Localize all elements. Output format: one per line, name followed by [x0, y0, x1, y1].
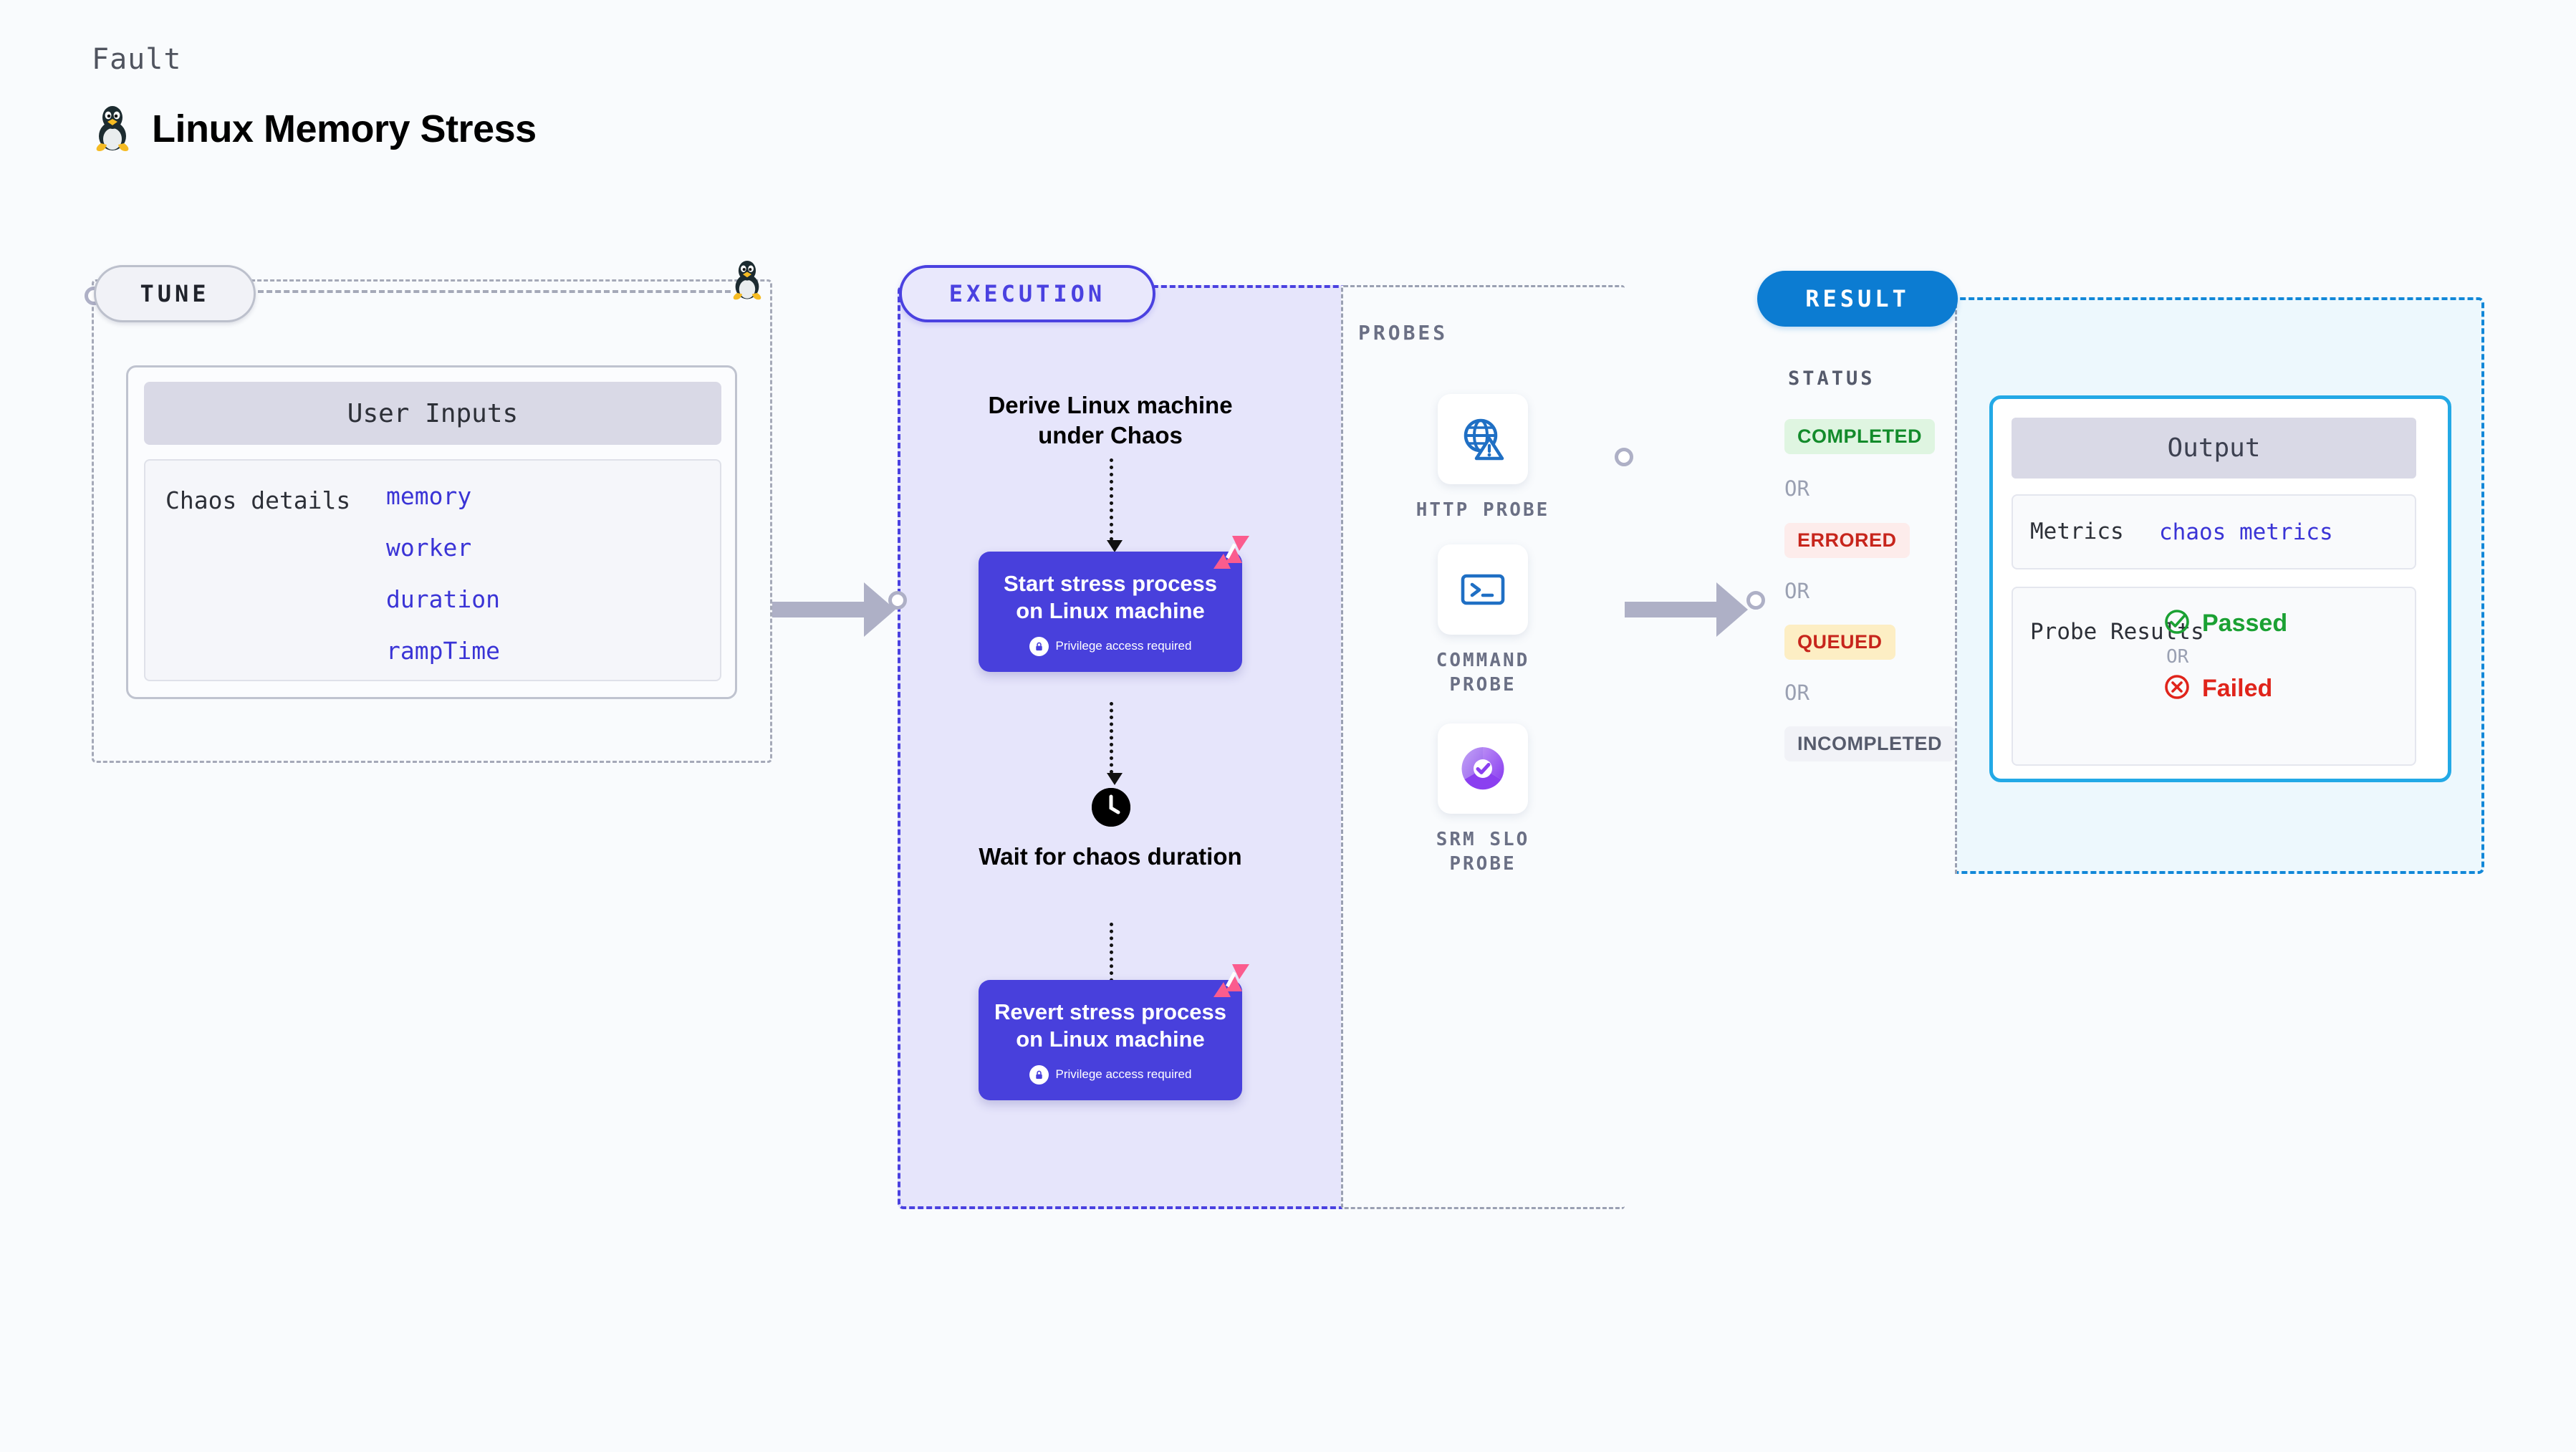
status-badge-errored: ERRORED: [1784, 523, 1910, 558]
param-ramptime[interactable]: rampTime: [386, 637, 500, 665]
status-badge-queued: QUEUED: [1784, 625, 1895, 660]
harness-badge-icon: [1211, 533, 1252, 578]
globe-warning-icon: [1438, 394, 1528, 484]
connector-node-execution-left: [888, 591, 907, 610]
tune-panel: [92, 279, 772, 763]
start-privilege-text: Privilege access required: [1055, 639, 1192, 653]
user-inputs-body: Chaos details memory worker duration ram…: [144, 459, 721, 681]
clock-icon: [1092, 788, 1130, 827]
fault-title-row: Linux Memory Stress: [92, 102, 537, 155]
chaos-details-label: Chaos details: [165, 486, 351, 514]
probe-srm-label: SRM SLO PROBE: [1436, 829, 1530, 875]
start-privilege-row: Privilege access required: [991, 636, 1229, 656]
x-circle-icon: [2163, 673, 2191, 704]
metrics-value[interactable]: chaos metrics: [2159, 519, 2333, 545]
output-card: Output Metrics chaos metrics Probe Resul…: [1989, 395, 2451, 782]
param-duration[interactable]: duration: [386, 585, 500, 613]
probe-result-passed: Passed: [2163, 608, 2287, 639]
revert-privilege-text: Privilege access required: [1055, 1067, 1192, 1082]
probe-results-row: Probe Results Passed OR: [2012, 587, 2416, 766]
probe-result-failed: Failed: [2163, 673, 2287, 704]
lock-icon: [1029, 636, 1049, 656]
connector-node-result-left: [1746, 591, 1765, 610]
result-pill[interactable]: RESULT: [1757, 271, 1958, 327]
status-label: STATUS: [1788, 367, 1875, 390]
start-stress-card[interactable]: Start stress process on Linux machine Pr…: [979, 536, 1249, 672]
probe-http-label: HTTP PROBE: [1416, 499, 1550, 521]
probes-section-label: PROBES: [1358, 321, 1448, 345]
status-badge-completed-text: COMPLETED: [1784, 419, 1936, 454]
execution-pill[interactable]: EXECUTION: [899, 265, 1155, 322]
revert-stress-card[interactable]: Revert stress process on Linux machine P…: [979, 964, 1249, 1100]
probe-results-values: Passed OR Failed: [2163, 608, 2287, 704]
output-header: Output: [2012, 418, 2416, 479]
flow-arrow-start-to-wait: [1107, 702, 1123, 785]
status-badge-completed: COMPLETED: [1784, 419, 1936, 454]
wait-step-label: Wait for chaos duration: [979, 843, 1242, 870]
status-or-2: OR: [1784, 579, 1810, 603]
derive-step-label: Derive Linux machine under Chaos: [988, 392, 1233, 449]
status-column: [1756, 297, 1957, 874]
connector-tune-to-execution: [772, 582, 895, 637]
status-badge-incompleted: INCOMPLETED: [1784, 726, 1956, 761]
metrics-row: Metrics chaos metrics: [2012, 494, 2416, 569]
status-badge-queued-text: QUEUED: [1784, 625, 1895, 660]
or-text: OR: [1784, 579, 1810, 603]
tux-penguin-icon-small: [729, 256, 765, 304]
status-or-1: OR: [1784, 476, 1810, 501]
param-worker[interactable]: worker: [386, 534, 472, 562]
tune-pill[interactable]: TUNE: [94, 265, 256, 322]
passed-label: Passed: [2202, 610, 2288, 637]
failed-label: Failed: [2202, 675, 2273, 702]
probe-command[interactable]: COMMAND PROBE: [1415, 544, 1551, 698]
user-inputs-card: User Inputs Chaos details memory worker …: [126, 365, 737, 699]
connector-node-probes-right: [1615, 448, 1633, 466]
user-inputs-header: User Inputs: [144, 382, 721, 445]
probe-command-label: COMMAND PROBE: [1436, 650, 1530, 696]
revert-stress-title: Revert stress process on Linux machine: [994, 999, 1226, 1052]
start-stress-title: Start stress process on Linux machine: [1003, 571, 1218, 624]
chaos-params-list: memory worker duration rampTime: [386, 482, 500, 665]
tune-top-dash: [258, 290, 731, 293]
lock-icon: [1029, 1064, 1049, 1085]
slo-donut-check-icon: [1438, 723, 1528, 814]
tux-penguin-icon: [92, 102, 133, 155]
status-or-3: OR: [1784, 681, 1810, 705]
status-badge-errored-text: ERRORED: [1784, 523, 1910, 558]
connector-execution-to-result: [1625, 582, 1748, 637]
page-header: Fault Linux Memory Stress: [92, 43, 537, 155]
or-text: OR: [1784, 476, 1810, 501]
page-title: Linux Memory Stress: [152, 107, 537, 150]
or-text: OR: [1784, 681, 1810, 705]
metrics-key: Metrics: [2030, 519, 2124, 545]
probe-srm-slo[interactable]: SRM SLO PROBE: [1415, 723, 1551, 877]
probe-result-or: OR: [2166, 646, 2189, 668]
check-circle-icon: [2163, 608, 2191, 639]
revert-privilege-row: Privilege access required: [991, 1064, 1229, 1085]
status-badge-incompleted-text: INCOMPLETED: [1784, 726, 1956, 761]
harness-badge-icon: [1211, 961, 1252, 1006]
fault-kicker: Fault: [92, 43, 182, 76]
terminal-icon: [1438, 544, 1528, 635]
flow-arrow-derive-to-start: [1107, 458, 1123, 552]
probe-http[interactable]: HTTP PROBE: [1415, 394, 1551, 523]
param-memory[interactable]: memory: [386, 482, 472, 510]
